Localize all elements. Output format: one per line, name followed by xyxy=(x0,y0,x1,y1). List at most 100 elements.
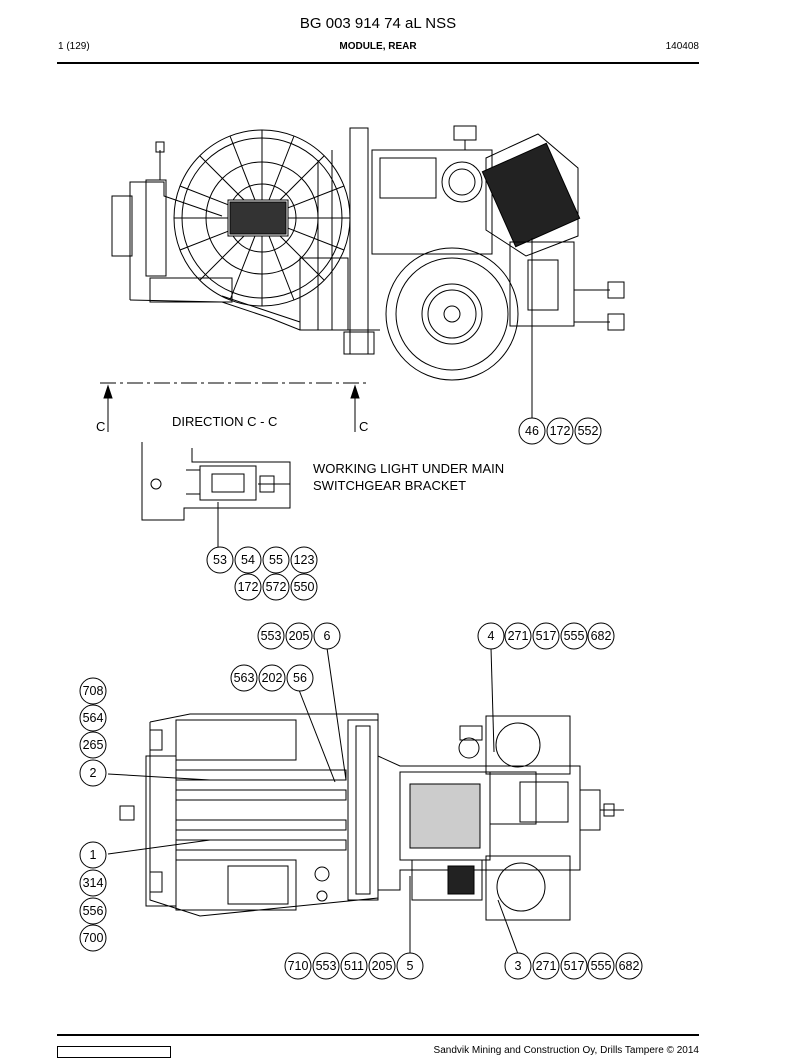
working-light-label-line1: WORKING LIGHT UNDER MAIN xyxy=(313,461,505,476)
callout-bubble: 46 xyxy=(518,417,546,445)
footer-rule xyxy=(57,1034,699,1036)
callout-bubble: 123 xyxy=(290,546,318,574)
callout-text: 4 xyxy=(488,629,495,643)
callout-text: 55 xyxy=(269,553,283,567)
callout-text: 564 xyxy=(83,711,104,725)
callout-text: 708 xyxy=(83,684,104,698)
callout-text: 572 xyxy=(266,580,287,594)
callout-bubble: 572 xyxy=(262,573,290,601)
callout-top-left-group: 553 205 6 xyxy=(257,622,341,650)
callout-text: 205 xyxy=(372,959,393,973)
callout-bubble: 6 xyxy=(313,622,341,650)
callout-text: 1 xyxy=(90,848,97,862)
callout-left-column: 708 564 265 2 1 314 556 700 xyxy=(79,677,107,952)
callout-side-view: 46 172 552 xyxy=(518,417,602,445)
callout-text: 511 xyxy=(344,959,364,973)
callout-bubble: 4 xyxy=(477,622,505,650)
section-marker-left: C xyxy=(96,419,106,434)
callout-text: 123 xyxy=(294,553,315,567)
callout-text: 271 xyxy=(536,959,557,973)
callout-bubble: 553 xyxy=(312,952,340,980)
callout-bubble: 314 xyxy=(79,869,107,897)
callout-text: 2 xyxy=(90,766,97,780)
callout-bubble: 556 xyxy=(79,897,107,925)
callout-text: 265 xyxy=(83,738,104,752)
callout-bubble: 550 xyxy=(290,573,318,601)
callout-bubble: 511 xyxy=(340,952,368,980)
callout-text: 556 xyxy=(83,904,104,918)
callout-working-light: 53 54 55 123 172 572 550 xyxy=(206,546,318,601)
footer-copyright: Sandvik Mining and Construction Oy, Dril… xyxy=(433,1045,699,1056)
callout-bubble: 682 xyxy=(615,952,643,980)
callout-text: 46 xyxy=(525,424,539,438)
direction-label: DIRECTION C - C xyxy=(172,414,278,429)
callout-bubble: 517 xyxy=(560,952,588,980)
callout-text: 682 xyxy=(591,629,612,643)
callout-bubble: 172 xyxy=(234,573,262,601)
callout-top-mid-group: 563 202 56 xyxy=(230,664,314,692)
callout-text: 271 xyxy=(508,629,529,643)
callout-bubble: 700 xyxy=(79,924,107,952)
callout-text: 5 xyxy=(407,959,414,973)
callout-text: 517 xyxy=(536,629,557,643)
callout-bubble: 1 xyxy=(79,841,107,869)
callout-text: 710 xyxy=(288,959,309,973)
callout-bubble: 202 xyxy=(258,664,286,692)
working-light-detail xyxy=(141,442,291,521)
callout-text: 56 xyxy=(293,671,307,685)
callout-bubble: 271 xyxy=(532,952,560,980)
callout-bubble: 53 xyxy=(206,546,234,574)
callout-bubble: 555 xyxy=(560,622,588,650)
callout-bubble: 205 xyxy=(368,952,396,980)
callout-top-right-group: 4 271 517 555 682 xyxy=(477,622,615,650)
callout-bubble: 517 xyxy=(532,622,560,650)
header-rule xyxy=(57,62,699,64)
callout-text: 700 xyxy=(83,931,104,945)
callout-bottom-left-group: 710 553 511 205 5 xyxy=(284,952,424,980)
callout-bubble: 55 xyxy=(262,546,290,574)
document-title: BG 003 914 74 aL NSS xyxy=(299,15,457,32)
callout-text: 552 xyxy=(578,424,599,438)
callout-text: 202 xyxy=(262,671,283,685)
callout-text: 205 xyxy=(289,629,310,643)
callout-bubble: 205 xyxy=(285,622,313,650)
callout-text: 314 xyxy=(83,876,104,890)
callout-text: 555 xyxy=(591,959,612,973)
working-light-label-line2: SWITCHGEAR BRACKET xyxy=(313,478,467,493)
callout-text: 53 xyxy=(213,553,227,567)
callout-text: 563 xyxy=(234,671,255,685)
callout-bubble: 563 xyxy=(230,664,258,692)
callout-text: 517 xyxy=(564,959,585,973)
callout-bottom-right-group: 3 271 517 555 682 xyxy=(504,952,643,980)
callout-bubble: 682 xyxy=(587,622,615,650)
callout-bubble: 265 xyxy=(79,731,107,759)
callout-bubble: 2 xyxy=(79,759,107,787)
callout-text: 54 xyxy=(241,553,255,567)
callout-bubble: 3 xyxy=(504,952,532,980)
callout-text: 6 xyxy=(324,629,331,643)
callout-text: 172 xyxy=(550,424,571,438)
callout-text: 553 xyxy=(261,629,282,643)
callout-bubble: 172 xyxy=(546,417,574,445)
callout-text: 682 xyxy=(619,959,640,973)
callout-text: 550 xyxy=(294,580,315,594)
side-view-drawing xyxy=(111,125,625,381)
section-marker-right: C xyxy=(359,419,369,434)
callout-text: 3 xyxy=(515,959,522,973)
callout-bubble: 54 xyxy=(234,546,262,574)
callout-bubble: 710 xyxy=(284,952,312,980)
callout-text: 172 xyxy=(238,580,259,594)
section-title: MODULE, REAR xyxy=(339,41,417,52)
callout-bubble: 708 xyxy=(79,677,107,705)
page-number: 1 (129) xyxy=(58,41,90,52)
callout-bubble: 553 xyxy=(257,622,285,650)
callout-bubble: 564 xyxy=(79,704,107,732)
document-date: 140408 xyxy=(665,41,699,52)
callout-bubble: 552 xyxy=(574,417,602,445)
callout-bubble: 5 xyxy=(396,952,424,980)
callout-text: 553 xyxy=(316,959,337,973)
callout-bubble: 56 xyxy=(286,664,314,692)
company-logo xyxy=(57,1046,171,1058)
callout-bubble: 555 xyxy=(587,952,615,980)
